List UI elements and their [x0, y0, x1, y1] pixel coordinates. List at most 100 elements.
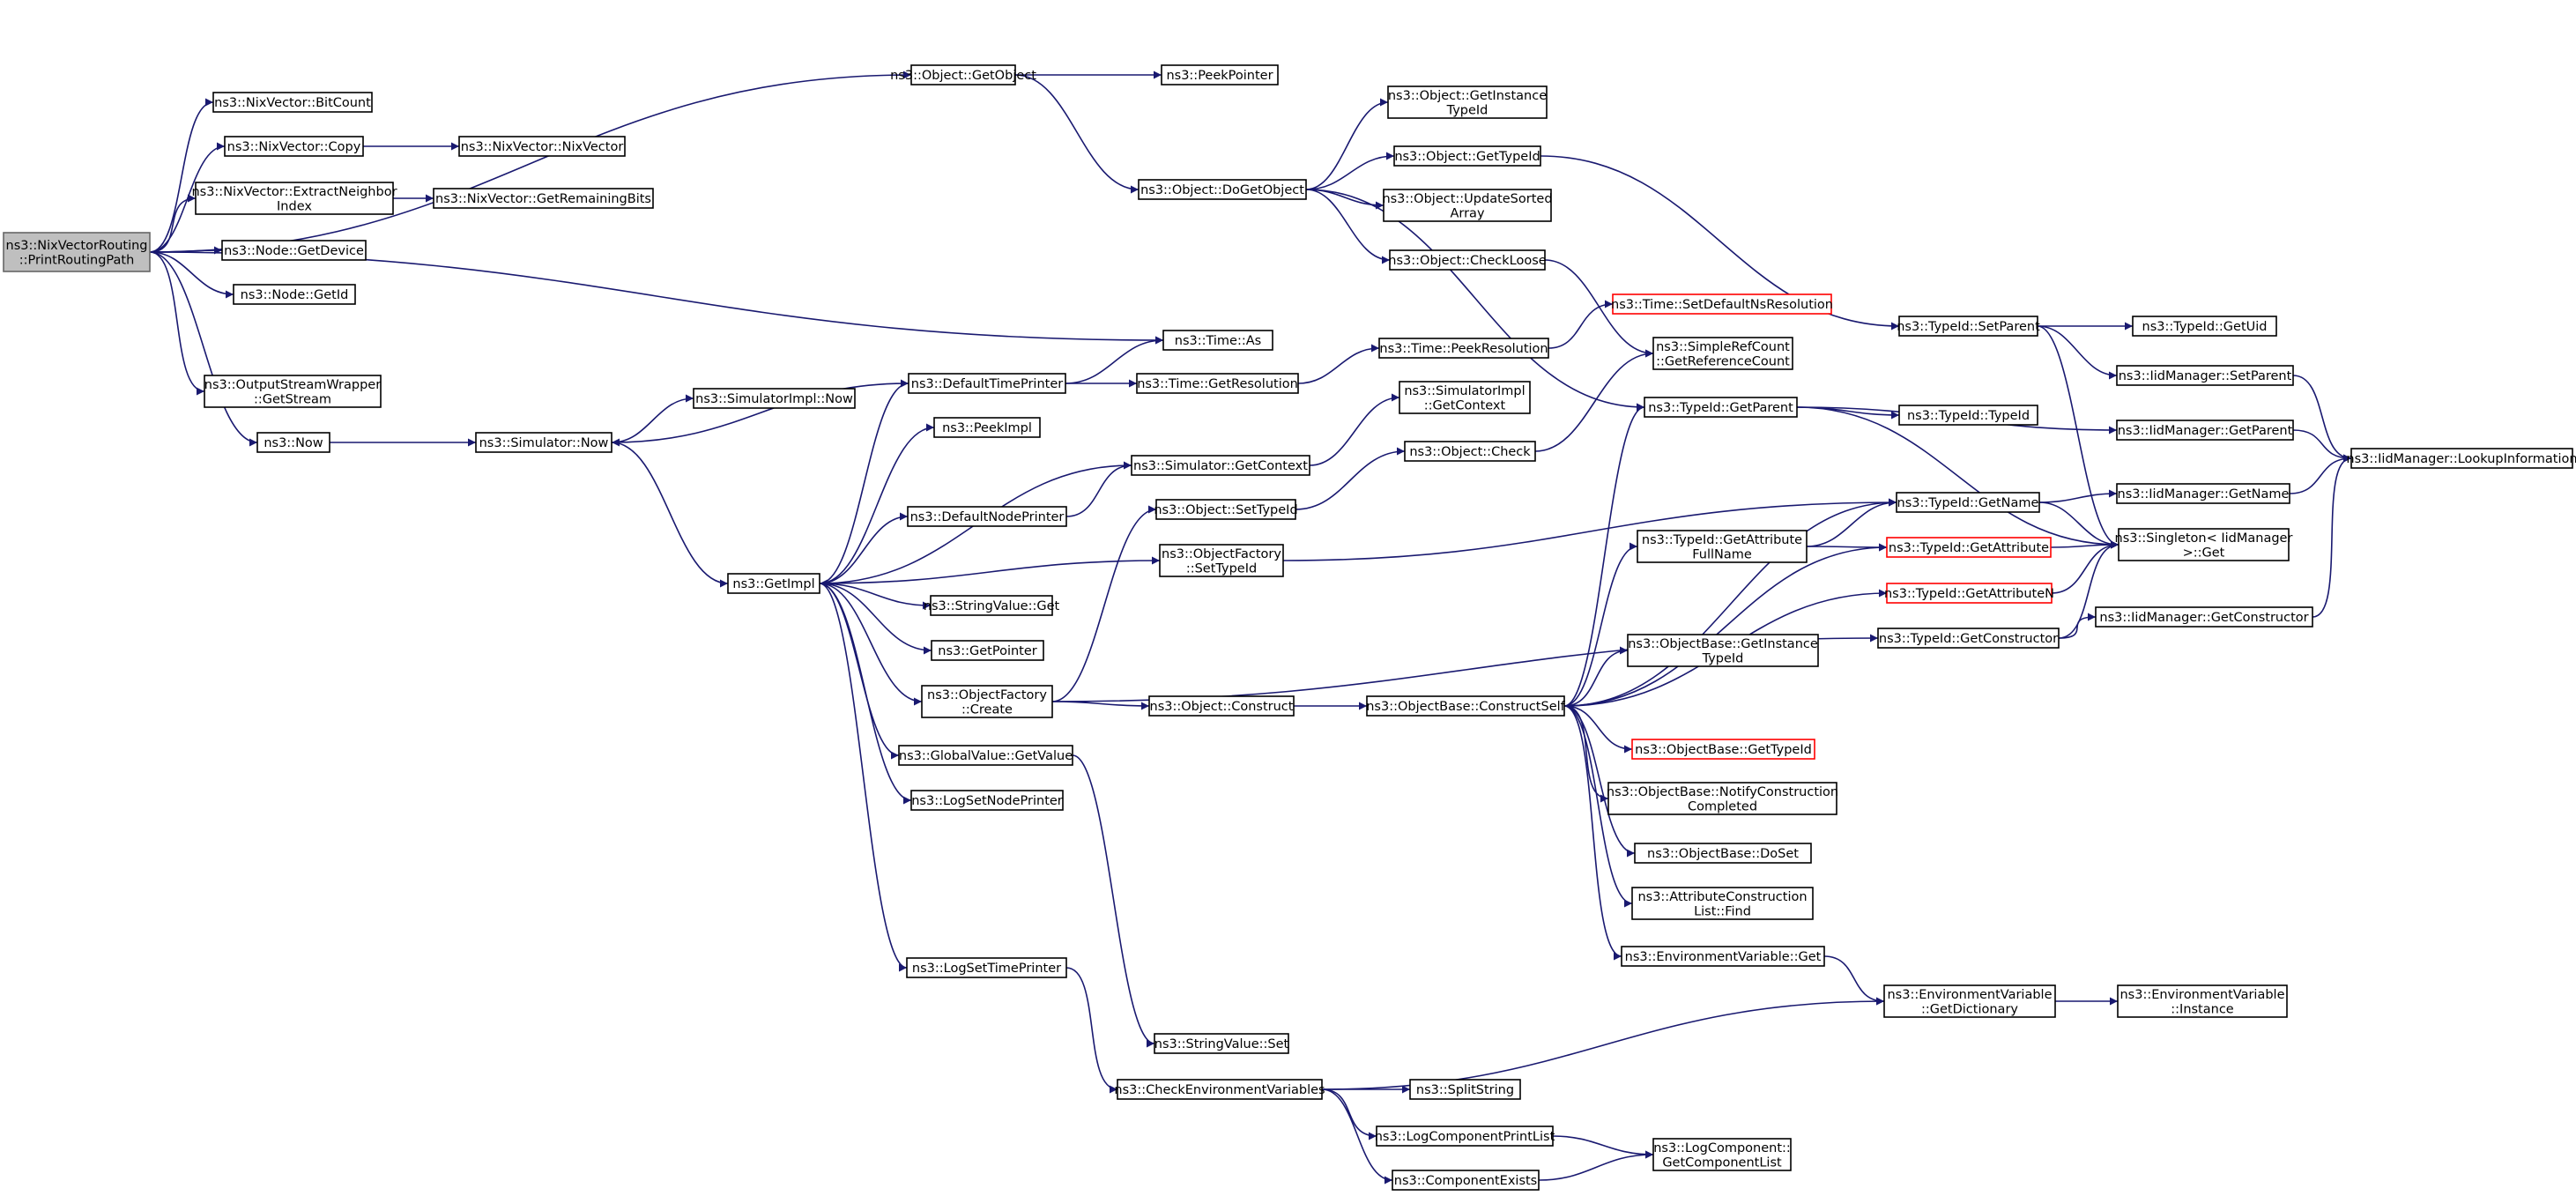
- node-obdoset[interactable]: ns3::ObjectBase::DoSet: [1634, 843, 1812, 864]
- node-iidsetparent[interactable]: ns3::IidManager::SetParent: [2116, 365, 2294, 386]
- node-label: ns3::TypeId::GetConstructor: [1879, 632, 2058, 646]
- node-box: [2132, 316, 2277, 337]
- edge-getimpl-to-stringvalueget: [819, 583, 932, 610]
- node-simimplgetcontext[interactable]: ns3::SimulatorImpl::GetContext: [1399, 381, 1531, 414]
- node-getattribute[interactable]: ns3::TypeId::GetAttribute: [1886, 537, 2052, 558]
- node-label: List::Find: [1694, 904, 1751, 918]
- node-remainingbits[interactable]: ns3::NixVector::GetRemainingBits: [433, 188, 654, 209]
- node-deftimeprinter[interactable]: ns3::DefaultTimePrinter: [908, 373, 1066, 394]
- node-logsetnodeprinter[interactable]: ns3::LogSetNodePrinter: [910, 790, 1064, 811]
- node-objgettypeid[interactable]: ns3::Object::GetTypeId: [1393, 145, 1541, 167]
- node-iidgetconstructor[interactable]: ns3::IidManager::GetConstructor: [2095, 606, 2313, 628]
- node-label: ns3::LogComponent::: [1653, 1141, 1791, 1155]
- node-typeidgetuid[interactable]: ns3::TypeId::GetUid: [2132, 316, 2277, 337]
- node-dogetobject[interactable]: ns3::Object::DoGetObject: [1138, 179, 1307, 200]
- node-constructself[interactable]: ns3::ObjectBase::ConstructSelf: [1366, 695, 1566, 717]
- node-box: [1886, 537, 2052, 558]
- node-getrefcount[interactable]: ns3::SimpleRefCount::GetReferenceCount: [1652, 337, 1793, 370]
- node-logsettimeprinter[interactable]: ns3::LogSetTimePrinter: [906, 957, 1067, 978]
- node-label: >::Get: [2183, 546, 2225, 560]
- node-now[interactable]: ns3::Now: [256, 432, 330, 453]
- edge-globalvalue-to-stringvalueset: [1072, 754, 1155, 1048]
- node-getresolution[interactable]: ns3::Time::GetResolution: [1136, 373, 1299, 394]
- node-box: [931, 640, 1044, 661]
- node-getconstructor[interactable]: ns3::TypeId::GetConstructor: [1877, 628, 2060, 649]
- edge-typeidgetname-to-singletonget: [2038, 501, 2119, 549]
- node-getdevice[interactable]: ns3::Node::GetDevice: [221, 240, 367, 261]
- node-label: ns3::GetImpl: [732, 577, 814, 591]
- node-globalvalue[interactable]: ns3::GlobalValue::GetValue: [898, 745, 1073, 766]
- node-box: [1131, 455, 1310, 476]
- node-outstream[interactable]: ns3::OutputStreamWrapper::GetStream: [204, 375, 382, 408]
- node-objfactcreate[interactable]: ns3::ObjectFactory::Create: [921, 685, 1053, 718]
- node-label: Completed: [1688, 799, 1757, 813]
- node-nodegetid[interactable]: ns3::Node::GetId: [233, 284, 356, 305]
- node-nixvector[interactable]: ns3::NixVector::NixVector: [458, 136, 626, 157]
- node-singletonget[interactable]: ns3::Singleton< IidManager >::Get: [2115, 528, 2293, 561]
- node-getcomplist[interactable]: ns3::LogComponent::GetComponentList: [1652, 1138, 1792, 1171]
- node-nixcopy[interactable]: ns3::NixVector::Copy: [224, 136, 364, 157]
- node-objconstruct[interactable]: ns3::Object::Construct: [1148, 695, 1295, 717]
- edge-getimpl-to-objfactcreate: [819, 583, 923, 706]
- node-checkenv[interactable]: ns3::CheckEnvironmentVariables: [1114, 1079, 1325, 1100]
- node-timeas[interactable]: ns3::Time::As: [1162, 330, 1273, 351]
- node-label: FullName: [1692, 547, 1752, 561]
- node-compexists[interactable]: ns3::ComponentExists: [1392, 1170, 1540, 1191]
- node-peekresolution[interactable]: ns3::Time::PeekResolution: [1378, 338, 1549, 359]
- node-splitstring[interactable]: ns3::SplitString: [1409, 1079, 1521, 1100]
- edge-checkenv-to-compexists: [1321, 1088, 1393, 1185]
- node-defnodeprinter[interactable]: ns3::DefaultNodePrinter: [907, 506, 1067, 527]
- node-envgetdict[interactable]: ns3::EnvironmentVariable::GetDictionary: [1883, 984, 2056, 1018]
- node-iidgetparent[interactable]: ns3::IidManager::GetParent: [2116, 420, 2294, 441]
- node-iidlookup[interactable]: ns3::IidManager::LookupInformation: [2346, 448, 2576, 469]
- node-envget[interactable]: ns3::EnvironmentVariable::Get: [1621, 946, 1825, 967]
- node-box: [1399, 381, 1531, 414]
- node-label: ns3::SplitString: [1416, 1083, 1514, 1097]
- node-typeidgetparent[interactable]: ns3::TypeId::GetParent: [1644, 397, 1798, 418]
- node-label: ::GetReferenceCount: [1656, 354, 1790, 368]
- node-objsettypeid[interactable]: ns3::Object::SetTypeId: [1154, 499, 1298, 520]
- node-logcompprintlist[interactable]: ns3::LogComponentPrintList: [1375, 1125, 1555, 1147]
- edge-objfactcreate-to-objsettypeid: [1051, 505, 1157, 702]
- node-label: GetComponentList: [1662, 1155, 1782, 1170]
- node-stringvalueget[interactable]: ns3::StringValue::Get: [924, 595, 1060, 616]
- edge-getimpl-to-globalvalue: [819, 583, 900, 760]
- edge-iidsetparent-to-iidlookup: [2292, 375, 2352, 463]
- node-obgettypeid[interactable]: ns3::ObjectBase::GetTypeId: [1631, 739, 1815, 760]
- node-label: ns3::Time::SetDefaultNsResolution: [1611, 298, 1833, 312]
- node-getpointer[interactable]: ns3::GetPointer: [931, 640, 1044, 661]
- node-envinstance[interactable]: ns3::EnvironmentVariable::Instance: [2117, 984, 2288, 1018]
- node-box: [2350, 448, 2573, 469]
- node-typeidtypeid[interactable]: ns3::TypeId::TypeId: [1898, 405, 2038, 426]
- node-typeidgetname[interactable]: ns3::TypeId::GetName: [1896, 492, 2040, 513]
- node-bitcount[interactable]: ns3::NixVector::BitCount: [212, 92, 373, 113]
- node-objfactsettypeid[interactable]: ns3::ObjectFactory::SetTypeId: [1159, 544, 1284, 577]
- node-simimplnow[interactable]: ns3::SimulatorImpl::Now: [693, 388, 856, 409]
- node-label: ns3::NixVector::GetRemainingBits: [435, 192, 651, 206]
- node-label: ns3::DefaultNodePrinter: [910, 510, 1065, 524]
- node-simnow[interactable]: ns3::Simulator::Now: [475, 432, 612, 453]
- node-checkloose[interactable]: ns3::Object::CheckLoose: [1388, 249, 1547, 271]
- node-setdefaultns[interactable]: ns3::Time::SetDefaultNsResolution: [1611, 293, 1833, 315]
- node-getattributen[interactable]: ns3::TypeId::GetAttributeN: [1884, 583, 2054, 604]
- node-getimpl[interactable]: ns3::GetImpl: [727, 573, 820, 594]
- node-typeidsetparent[interactable]: ns3::TypeId::SetParent: [1897, 316, 2040, 337]
- node-peekpointer[interactable]: ns3::PeekPointer: [1161, 64, 1279, 85]
- node-stringvalueset[interactable]: ns3::StringValue::Set: [1154, 1033, 1289, 1054]
- node-objcheck[interactable]: ns3::Object::Check: [1404, 441, 1536, 462]
- node-peekimpl[interactable]: ns3::PeekImpl: [933, 417, 1041, 438]
- node-notifycompleted[interactable]: ns3::ObjectBase::NotifyConstructionCompl…: [1607, 782, 1838, 815]
- node-simgetcontext[interactable]: ns3::Simulator::GetContext: [1131, 455, 1310, 476]
- node-root[interactable]: ns3::NixVectorRouting::PrintRoutingPath: [3, 232, 151, 272]
- node-label: ns3::Object::CheckLoose: [1388, 254, 1546, 268]
- node-iidgetname[interactable]: ns3::IidManager::GetName: [2116, 483, 2290, 504]
- node-getobject[interactable]: ns3::Object::GetObject: [890, 64, 1036, 85]
- node-label: ns3::TypeId::SetParent: [1897, 320, 2040, 334]
